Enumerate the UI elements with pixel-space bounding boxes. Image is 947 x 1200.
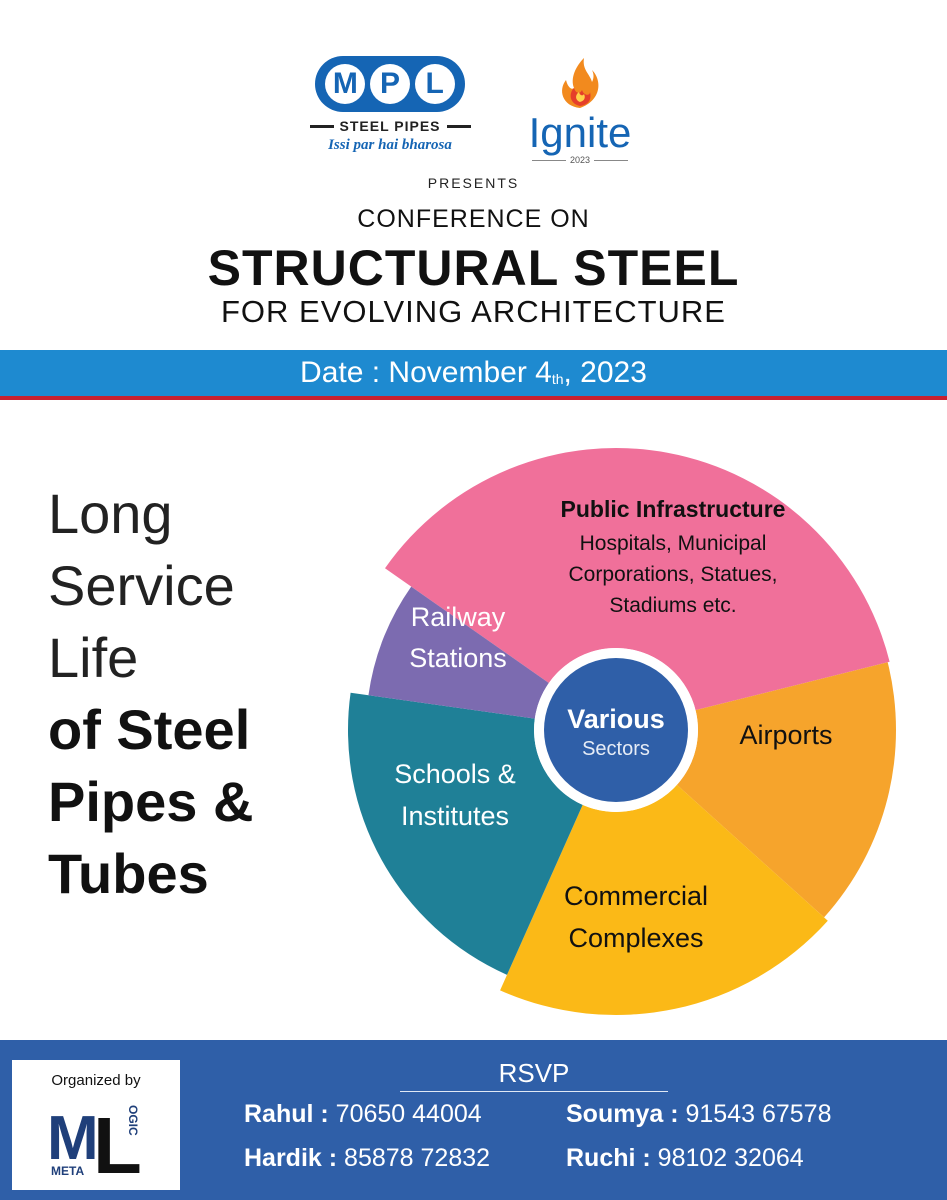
mpl-product-line: STEEL PIPES xyxy=(305,118,475,134)
date-year: , 2023 xyxy=(563,356,647,389)
conference-on-label: CONFERENCE ON xyxy=(357,205,590,233)
contact-name: Ruchi : xyxy=(566,1144,651,1172)
segment-railway-stations xyxy=(368,586,549,719)
tagline-line: of Steel xyxy=(48,698,251,761)
conference-subtitle: FOR EVOLVING ARCHITECTURE xyxy=(221,294,726,329)
wheel-center-ring xyxy=(534,648,698,812)
segment-title-airports: Airports xyxy=(739,720,832,750)
contact-phone[interactable]: 85878 72832 xyxy=(344,1144,491,1172)
ignite-logo: Ignite 2023 xyxy=(510,50,650,165)
mpl-letter-p: P xyxy=(369,64,410,104)
presents-label: PRESENTS xyxy=(427,175,520,191)
divider xyxy=(594,159,629,161)
rsvp-heading: RSVP xyxy=(400,1058,668,1092)
mpl-mark: M P L xyxy=(315,56,465,112)
ignite-word: Ignite xyxy=(528,109,632,156)
segment-public-infrastructure xyxy=(384,448,890,711)
ignite-year-line: 2023 xyxy=(510,155,650,165)
tagline-line: Pipes & xyxy=(48,770,254,833)
mpl-letter-m: M xyxy=(325,64,366,104)
segment-title-schools: Schools & xyxy=(394,759,516,789)
contact-rahul: Rahul : 70650 44004 xyxy=(244,1100,482,1129)
mpl-letter-l: L xyxy=(414,64,455,104)
header-logos: M P L STEEL PIPES Issi par hai bharosa I… xyxy=(300,50,660,180)
contact-phone[interactable]: 70650 44004 xyxy=(335,1100,482,1128)
contact-name: Soumya : xyxy=(566,1100,679,1128)
conference-title: STRUCTURAL STEEL xyxy=(207,240,740,296)
segment-line: Complexes xyxy=(568,923,703,953)
contact-hardik: Hardik : 85878 72832 xyxy=(244,1144,490,1173)
ignite-year: 2023 xyxy=(569,155,591,165)
mpl-logo: M P L STEEL PIPES Issi par hai bharosa xyxy=(305,56,475,154)
segment-line: Hospitals, Municipal xyxy=(580,532,767,555)
mpl-product: STEEL PIPES xyxy=(339,118,441,134)
center-sub: Sectors xyxy=(582,738,650,760)
organizer-box: Organized by M L META OGIC xyxy=(12,1060,180,1190)
contact-phone[interactable]: 91543 67578 xyxy=(685,1100,832,1128)
segment-title-commercial: Commercial xyxy=(564,881,708,911)
footer: Organized by M L META OGIC RSVP Rahul : … xyxy=(0,1040,947,1200)
metalogic-logo: M L META OGIC xyxy=(41,1095,151,1190)
divider xyxy=(446,124,471,128)
segment-line: Stations xyxy=(409,643,507,673)
center-title: Various xyxy=(567,704,665,734)
logo-letter-m: M xyxy=(47,1104,99,1173)
segment-line: Stadiums etc. xyxy=(609,594,736,617)
segment-commercial-complexes xyxy=(500,784,828,1016)
tagline-line: Life xyxy=(48,626,139,689)
wheel-center xyxy=(544,658,688,802)
segment-title-railway: Railway xyxy=(411,602,506,632)
tagline-line: Tubes xyxy=(48,842,209,905)
contact-phone[interactable]: 98102 32064 xyxy=(657,1144,804,1172)
contact-soumya: Soumya : 91543 67578 xyxy=(566,1100,831,1129)
logo-word-logic: OGIC xyxy=(126,1105,140,1136)
tagline-line: Service xyxy=(48,554,235,617)
date-prefix: Date : November 4 xyxy=(300,356,552,389)
divider xyxy=(531,159,566,161)
contact-name: Hardik : xyxy=(244,1144,338,1172)
logo-word-meta: META xyxy=(51,1164,84,1178)
mpl-tagline: Issi par hai bharosa xyxy=(328,137,452,153)
segment-schools-institutes xyxy=(347,692,583,975)
segment-title-public-infrastructure: Public Infrastructure xyxy=(561,496,786,522)
tagline-line: Long xyxy=(48,482,173,545)
segment-line: Corporations, Statues, xyxy=(569,563,778,586)
logo-letter-l: L xyxy=(93,1101,142,1181)
metalogic-mark-icon: M L META OGIC xyxy=(47,1101,142,1190)
flame-icon xyxy=(562,58,599,108)
event-date: Date : November 4th, 2023 xyxy=(300,356,647,389)
segment-airports xyxy=(676,662,896,918)
contact-ruchi: Ruchi : 98102 32064 xyxy=(566,1144,804,1173)
date-ordinal: th xyxy=(551,371,564,387)
segment-line: Institutes xyxy=(401,801,509,831)
divider xyxy=(309,124,334,128)
contact-name: Rahul : xyxy=(244,1100,329,1128)
organized-by-label: Organized by xyxy=(51,1072,141,1089)
tagline: Long Service Life of Steel Pipes & Tubes xyxy=(48,478,348,910)
date-band: Date : November 4th, 2023 xyxy=(0,350,947,400)
